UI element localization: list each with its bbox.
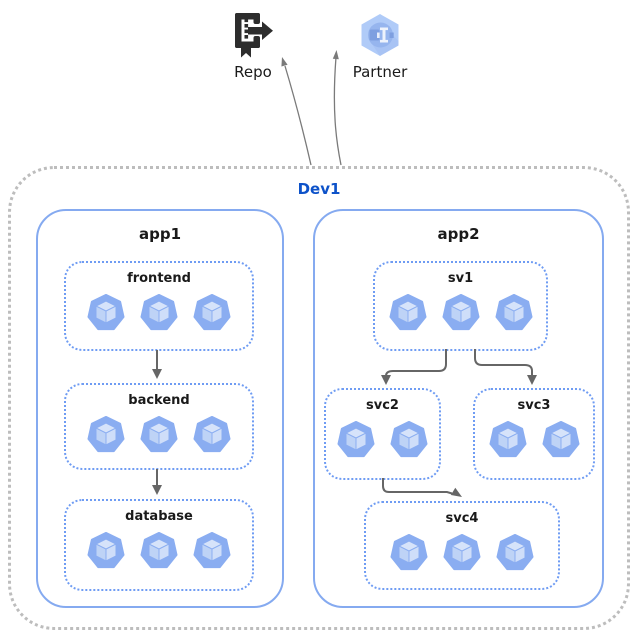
pod-icon (494, 293, 533, 331)
pod-icon (87, 293, 125, 331)
external-node-repo: Repo (222, 10, 284, 81)
service-svc3: svc3 (473, 388, 595, 480)
pod-icon (87, 531, 125, 569)
service-svc3-label: svc3 (517, 398, 551, 413)
cluster-dev1: Dev1 app1 frontend backend (8, 166, 630, 630)
service-sv1-label: sv1 (447, 271, 474, 286)
pod-icon (87, 415, 125, 453)
pod-icon (140, 415, 178, 453)
service-database: database (64, 499, 254, 591)
svc2-pods (337, 420, 428, 458)
pod-icon (388, 293, 427, 331)
service-svc4: svc4 (364, 501, 560, 590)
service-backend-label: backend (128, 393, 190, 408)
pod-icon (193, 293, 231, 331)
svc4-pods (390, 533, 534, 571)
cluster-label: Dev1 (297, 180, 341, 198)
app2-box: app2 sv1 svc2 (313, 209, 604, 608)
partner-interconnect-icon (361, 14, 399, 56)
database-pods (87, 531, 231, 569)
external-node-partner: Partner (346, 12, 414, 81)
pod-icon (193, 415, 231, 453)
pod-icon (488, 420, 527, 458)
service-svc2: svc2 (324, 388, 441, 480)
arrow-dev1-partner (333, 56, 342, 166)
service-svc4-label: svc4 (445, 511, 479, 526)
pod-icon (390, 533, 428, 571)
frontend-pods (87, 293, 231, 331)
pod-icon (496, 533, 534, 571)
app1-label: app1 (138, 225, 182, 243)
service-backend: backend (64, 383, 254, 470)
partner-label: Partner (352, 63, 408, 81)
app2-label: app2 (437, 225, 480, 243)
pod-icon (337, 420, 375, 458)
pod-icon (140, 531, 178, 569)
pod-icon (140, 293, 178, 331)
svc3-pods (488, 420, 580, 458)
pod-icon (541, 420, 580, 458)
arrow-dev1-repo (284, 65, 312, 166)
repo-icon (235, 13, 273, 58)
pod-icon (443, 533, 481, 571)
sv1-pods (388, 293, 533, 331)
app1-box: app1 frontend backend (36, 209, 284, 608)
service-database-label: database (125, 509, 193, 524)
service-frontend-label: frontend (127, 271, 191, 286)
backend-pods (87, 415, 231, 453)
pod-icon (193, 531, 231, 569)
pod-icon (441, 293, 480, 331)
service-frontend: frontend (64, 261, 254, 351)
repo-label: Repo (234, 63, 272, 81)
service-svc2-label: svc2 (366, 398, 399, 413)
service-sv1: sv1 (373, 261, 548, 351)
pod-icon (390, 420, 428, 458)
